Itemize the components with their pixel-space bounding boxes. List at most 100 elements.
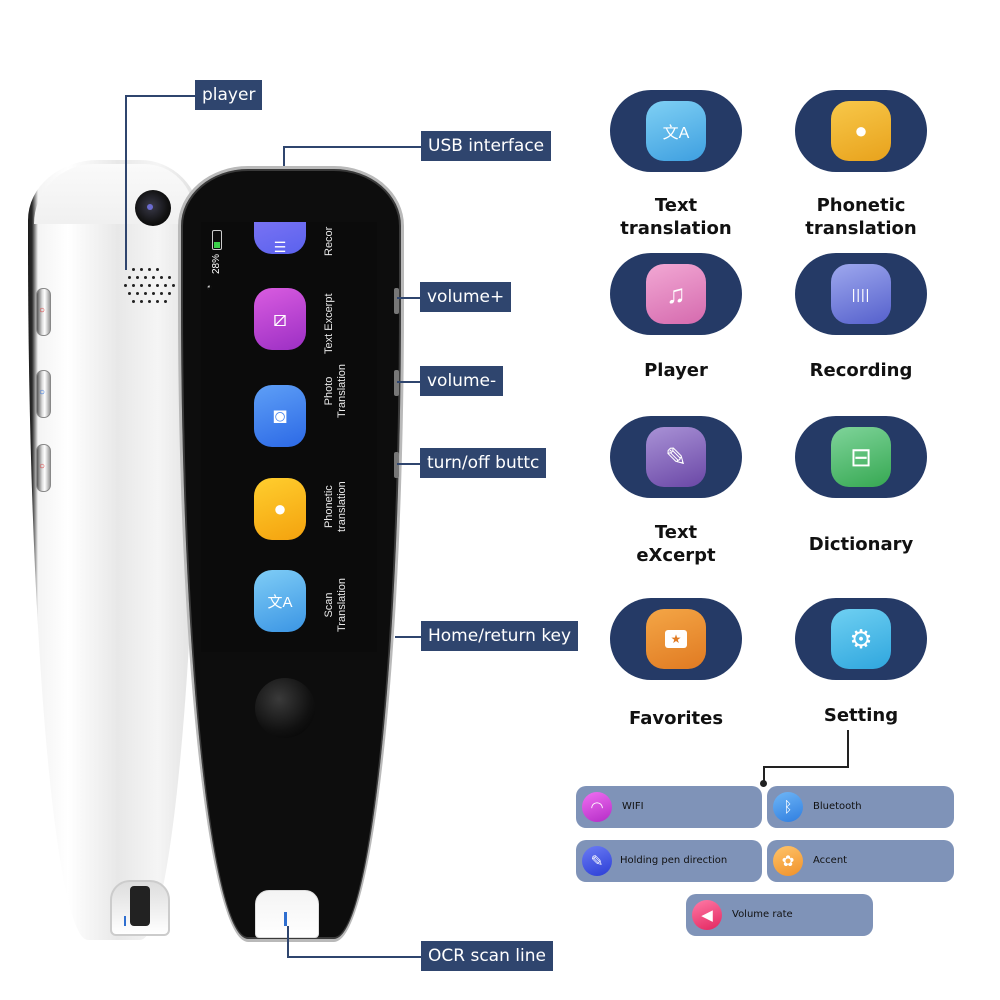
speaker-hole bbox=[152, 276, 155, 279]
setting-connector-v2 bbox=[763, 766, 765, 784]
translate-icon: 文A bbox=[646, 101, 706, 161]
hardware-volume-down[interactable] bbox=[394, 370, 399, 396]
callout-home-return-key: Home/return key bbox=[421, 621, 579, 651]
callout-line-power bbox=[397, 463, 421, 465]
feature-player[interactable]: ♫ bbox=[610, 253, 742, 335]
side-button-power[interactable]: ○ bbox=[36, 444, 51, 492]
feature-text-excerpt[interactable]: ✎ bbox=[610, 416, 742, 498]
speaker-hole bbox=[144, 292, 147, 295]
speaker-hole bbox=[148, 268, 151, 271]
side-button-volume-down[interactable]: ○ bbox=[36, 370, 51, 418]
setting-chip-accent[interactable]: ✿ Accent bbox=[767, 840, 954, 882]
callout-ocr-scan-line: OCR scan line bbox=[421, 941, 553, 971]
speaker-hole bbox=[164, 300, 167, 303]
feature-phonetic-translation[interactable]: ● bbox=[795, 90, 927, 172]
feature-favorites[interactable]: ★ bbox=[610, 598, 742, 680]
camera-icon: ◙ bbox=[273, 403, 287, 428]
callout-line-usb-v bbox=[283, 146, 285, 166]
speaker-hole bbox=[124, 284, 127, 287]
setting-chip-holding-pen-direction-label: Holding pen direction bbox=[620, 855, 728, 866]
music-note-icon: ♫ bbox=[646, 264, 706, 324]
setting-chip-accent-label: Accent bbox=[813, 855, 848, 866]
speaker-hole bbox=[152, 292, 155, 295]
screen-app-recording-label: Recor bbox=[323, 226, 335, 256]
feature-text-translation[interactable]: 文A bbox=[610, 90, 742, 172]
setting-chip-bluetooth-label: Bluetooth bbox=[813, 801, 862, 812]
speaker-hole bbox=[136, 276, 139, 279]
setting-chip-wifi[interactable]: ◠ WIFI bbox=[576, 786, 762, 828]
speaker-hole bbox=[156, 268, 159, 271]
feature-label-setting: Setting bbox=[823, 705, 899, 726]
screen-app-scan-translation[interactable]: 文A bbox=[254, 570, 306, 632]
speaker-hole bbox=[168, 292, 171, 295]
feature-label-recording: Recording bbox=[809, 360, 913, 381]
camera-lens-reflection bbox=[147, 204, 153, 210]
callout-line-volume-down bbox=[397, 381, 421, 383]
speaker-hole bbox=[140, 268, 143, 271]
edit-icon: ✎ bbox=[646, 427, 706, 487]
callout-volume-down: volume- bbox=[420, 366, 504, 396]
speaker-hole bbox=[156, 284, 159, 287]
feature-dictionary[interactable]: ⊟ bbox=[795, 416, 927, 498]
setting-chip-holding-pen-direction[interactable]: ✎ Holding pen direction bbox=[576, 840, 762, 882]
translate-icon: 文A bbox=[267, 593, 293, 611]
home-return-key[interactable] bbox=[255, 678, 315, 738]
speaker-hole bbox=[132, 268, 135, 271]
speaker-hole bbox=[136, 292, 139, 295]
hardware-power[interactable] bbox=[394, 452, 399, 478]
power-icon: ○ bbox=[39, 461, 46, 472]
setting-chip-volume-rate[interactable]: ◀ Volume rate bbox=[686, 894, 873, 936]
setting-chip-volume-rate-label: Volume rate bbox=[732, 909, 793, 920]
side-button-volume-up[interactable]: ○ bbox=[36, 288, 51, 336]
setting-connector-dot bbox=[760, 780, 767, 787]
feature-setting[interactable]: ⚙ bbox=[795, 598, 927, 680]
callout-line-ocr-h bbox=[287, 956, 423, 958]
pen-icon: ✎ bbox=[582, 846, 612, 876]
speaker-grille bbox=[124, 268, 176, 308]
speaker-hole bbox=[156, 300, 159, 303]
hardware-volume-up[interactable] bbox=[394, 288, 399, 314]
callout-line-player-v bbox=[125, 95, 127, 270]
speaker-hole bbox=[132, 284, 135, 287]
callout-line-home bbox=[395, 636, 423, 638]
feature-label-dictionary: Dictionary bbox=[808, 534, 914, 555]
setting-connector-h bbox=[763, 766, 849, 768]
camera-lens bbox=[135, 190, 171, 226]
callout-player: player bbox=[195, 80, 263, 110]
callout-power-button: turn/off buttc bbox=[420, 448, 547, 478]
screen-app-phonetic-translation[interactable]: ● bbox=[254, 478, 306, 540]
excerpt-icon: ⧄ bbox=[273, 306, 287, 331]
callout-line-ocr-v bbox=[287, 926, 289, 958]
callout-line-usb-h bbox=[283, 146, 423, 148]
scan-line-mark-front bbox=[284, 912, 287, 926]
screen-app-text-excerpt-label: Text Excerpt bbox=[323, 293, 335, 354]
bluetooth-icon: ᛒ bbox=[773, 792, 803, 822]
wifi-status-icon: ◔ bbox=[204, 284, 216, 291]
recording-icon: ☰ bbox=[273, 238, 287, 255]
scan-tip-slot bbox=[130, 886, 150, 926]
screen-app-recording[interactable]: ☰ bbox=[254, 222, 306, 255]
setting-connector-v1 bbox=[847, 730, 849, 768]
scan-line-mark-back bbox=[124, 916, 126, 926]
screen-app-photo-translation[interactable]: ◙ bbox=[254, 385, 306, 447]
speaker-hole bbox=[140, 300, 143, 303]
microphone-icon: ● bbox=[273, 496, 287, 521]
setting-chip-bluetooth[interactable]: ᛒ Bluetooth bbox=[767, 786, 954, 828]
callout-usb-interface: USB interface bbox=[421, 131, 552, 161]
speaker-hole bbox=[164, 284, 167, 287]
accent-icon: ✿ bbox=[773, 846, 803, 876]
volume-up-icon: ○ bbox=[39, 305, 46, 316]
speaker-hole bbox=[128, 292, 131, 295]
screen-app-text-excerpt[interactable]: ⧄ bbox=[254, 288, 306, 350]
callout-line-player-h bbox=[125, 95, 195, 97]
speaker-hole bbox=[128, 276, 131, 279]
waveform-icon: |||| bbox=[831, 264, 891, 324]
speaker-hole bbox=[140, 284, 143, 287]
feature-recording[interactable]: |||| bbox=[795, 253, 927, 335]
speaker-hole bbox=[148, 300, 151, 303]
